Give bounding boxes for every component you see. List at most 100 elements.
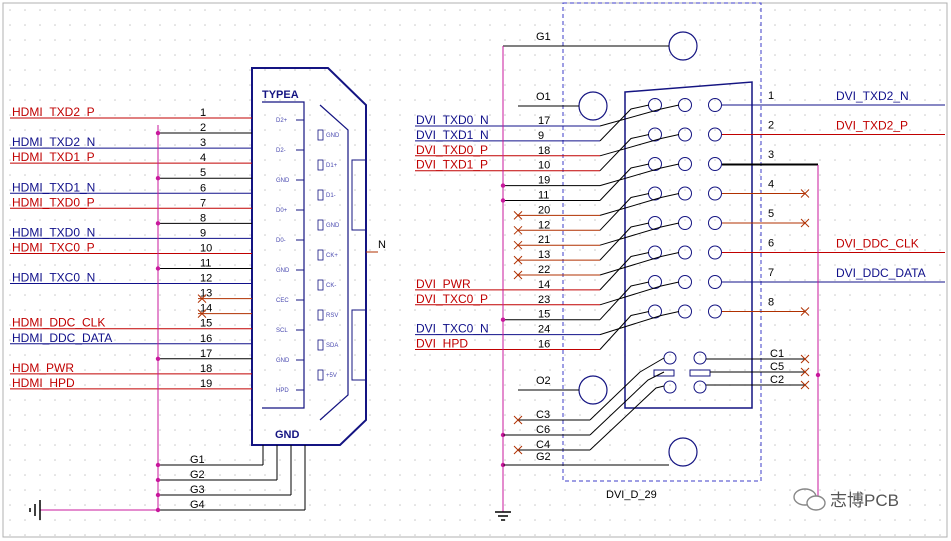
grid-dot [69,54,71,56]
grid-dot [444,294,446,296]
grid-dot [894,309,896,311]
grid-dot [189,249,191,251]
grid-dot [849,69,851,71]
grid-dot [774,459,776,461]
grid-dot [174,519,176,521]
grid-dot [819,54,821,56]
dvi-c-hole [693,380,707,394]
grid-dot [789,279,791,281]
grid-dot [39,474,41,476]
grid-dot [564,159,566,161]
grid-dot [759,9,761,11]
grid-dot [684,369,686,371]
grid-dot [864,534,866,536]
grid-dot [909,369,911,371]
grid-dot [444,279,446,281]
grid-dot [114,489,116,491]
grid-dot [339,489,341,491]
grid-dot [699,519,701,521]
grid-dot [84,9,86,11]
grid-dot [219,99,221,101]
grid-dot [759,369,761,371]
grid-dot [189,159,191,161]
grid-dot [144,264,146,266]
grid-dot [564,489,566,491]
grid-dot [84,174,86,176]
grid-dot [219,444,221,446]
no-connect-mark [800,354,810,364]
grid-dot [219,84,221,86]
grid-dot [714,159,716,161]
grid-dot [504,504,506,506]
grid-dot [174,54,176,56]
grid-dot [294,294,296,296]
grid-dot [39,414,41,416]
grid-dot [399,264,401,266]
grid-dot [294,519,296,521]
grid-dot [759,279,761,281]
grid-dot [474,174,476,176]
grid-dot [99,129,101,131]
grid-dot [939,114,941,116]
grid-dot [129,144,131,146]
grid-dot [729,429,731,431]
grid-dot [354,24,356,26]
grid-dot [444,234,446,236]
grid-dot [204,444,206,446]
grid-dot [174,264,176,266]
grid-dot [849,504,851,506]
grid-dot [924,474,926,476]
grid-dot [774,354,776,356]
grid-dot [279,399,281,401]
grid-dot [519,519,521,521]
dvi-pin-route [599,134,650,172]
grid-dot [219,54,221,56]
dvi-o2-label: O2 [536,375,551,387]
grid-dot [684,459,686,461]
grid-dot [129,504,131,506]
grid-dot [309,54,311,56]
grid-dot [24,459,26,461]
grid-dot [324,234,326,236]
grid-dot [894,489,896,491]
grid-dot [474,504,476,506]
grid-dot [519,129,521,131]
grid-dot [414,309,416,311]
grid-dot [24,69,26,71]
hdmi-net-label: HDMI_TXD2_N [12,135,95,149]
grid-dot [699,189,701,191]
grid-dot [369,354,371,356]
grid-dot [324,39,326,41]
grid-dot [894,399,896,401]
grid-dot [99,99,101,101]
grid-dot [834,24,836,26]
grid-dot [234,444,236,446]
grid-dot [264,489,266,491]
grid-dot [744,474,746,476]
grid-dot [474,54,476,56]
grid-dot [909,444,911,446]
grid-dot [789,84,791,86]
grid-dot [489,504,491,506]
grid-dot [759,399,761,401]
grid-dot [24,204,26,206]
grid-dot [714,99,716,101]
grid-dot [39,39,41,41]
grid-dot [144,504,146,506]
grid-dot [264,189,266,191]
grid-dot [429,249,431,251]
grid-dot [849,39,851,41]
grid-dot [264,114,266,116]
grid-dot [174,309,176,311]
grid-dot [789,159,791,161]
grid-dot [234,219,236,221]
grid-dot [534,489,536,491]
grid-dot [204,144,206,146]
grid-dot [129,429,131,431]
grid-dot [309,519,311,521]
dvi-pin-number: 8 [768,297,774,309]
grid-dot [519,414,521,416]
grid-dot [384,279,386,281]
grid-dot [9,459,11,461]
grid-dot [744,99,746,101]
